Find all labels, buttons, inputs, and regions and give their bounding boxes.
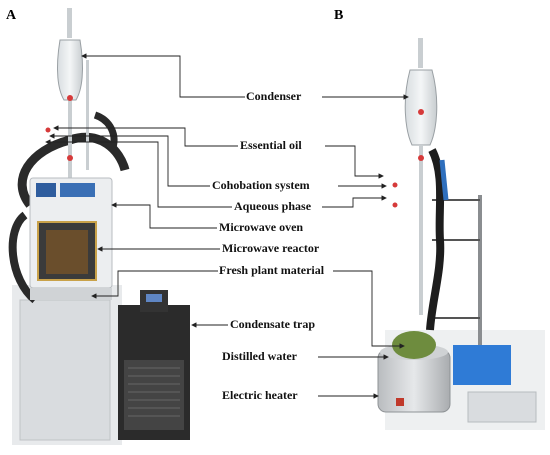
label-cohobation-system: Cohobation system — [212, 178, 310, 192]
leader-plant-a — [91, 270, 218, 299]
label-condenser: Condenser — [246, 89, 302, 103]
label-microwave-oven: Microwave oven — [219, 220, 304, 234]
panel-label-a: A — [6, 8, 17, 23]
label-fresh-plant-material: Fresh plant material — [219, 263, 325, 277]
leader-plant-b — [333, 270, 405, 349]
leader-cohobation-a — [49, 133, 210, 187]
condenser-b — [404, 69, 438, 146]
leader-lines — [45, 53, 409, 399]
label-electric-heater: Electric heater — [222, 388, 298, 402]
panel-label-b: B — [334, 8, 344, 23]
label-distilled-water: Distilled water — [222, 349, 297, 363]
leader-microwave-oven — [111, 202, 217, 229]
panel-b-photo — [377, 38, 545, 430]
leader-condenser-a — [81, 53, 245, 98]
label-essential-oil: Essential oil — [240, 138, 302, 152]
condenser-a — [56, 39, 84, 101]
leader-aqueous-a — [45, 139, 232, 208]
leader-aqueous-b — [322, 195, 387, 208]
leader-essential-oil-b — [325, 145, 384, 179]
label-condensate-trap: Condensate trap — [230, 317, 316, 331]
blue-tray — [453, 345, 511, 385]
panel-a-photo — [8, 8, 190, 445]
label-microwave-reactor: Microwave reactor — [222, 241, 320, 255]
round-bottom-flask — [392, 331, 436, 359]
cooling-tube-b — [426, 148, 445, 331]
retort-stand — [478, 195, 482, 345]
leader-essential-oil-a — [53, 125, 238, 147]
label-aqueous-phase: Aqueous phase — [234, 199, 312, 213]
